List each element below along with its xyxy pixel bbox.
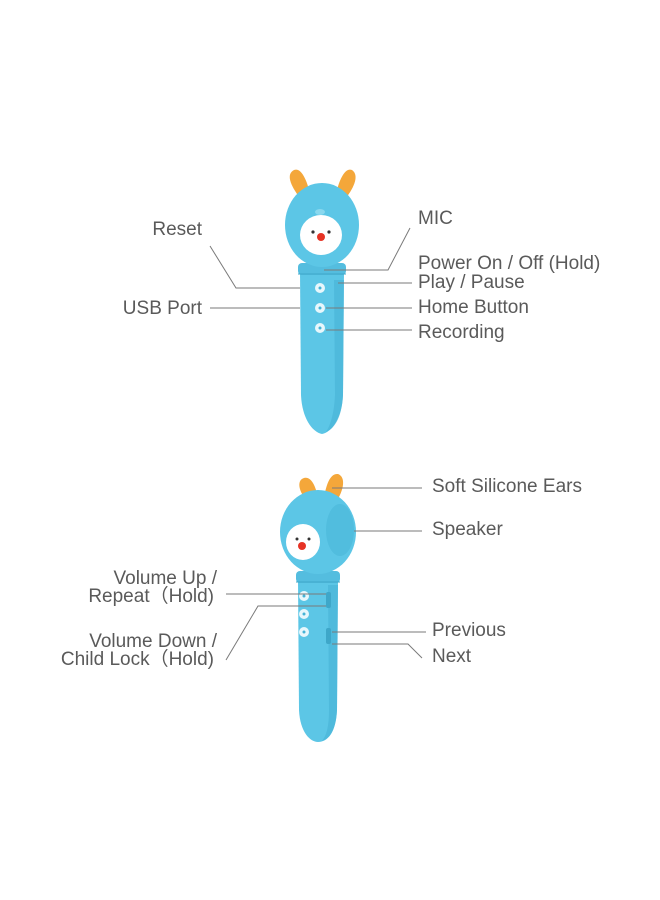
top-pen-body: [298, 263, 346, 434]
bottom-pen-body: [296, 571, 340, 742]
top-pen-leader-lines: [209, 227, 412, 331]
label-volume-up-line2: Repeat（Hold): [88, 586, 214, 607]
label-mic: MIC: [418, 208, 453, 229]
label-home-button: Home Button: [418, 297, 529, 318]
top-pen-buttons: [315, 283, 325, 333]
bottom-pen-leader-lines: [225, 487, 426, 661]
label-soft-silicone-ears: Soft Silicone Ears: [432, 476, 582, 497]
label-speaker: Speaker: [432, 519, 503, 540]
label-volume-up-line1: Volume Up /: [113, 568, 218, 589]
label-next: Next: [432, 646, 472, 667]
label-recording: Recording: [418, 322, 505, 343]
top-pen: [209, 169, 412, 434]
label-power: Power On / Off (Hold): [418, 253, 601, 274]
label-reset: Reset: [152, 219, 202, 240]
label-previous: Previous: [432, 620, 506, 641]
bottom-pen-buttons: [299, 591, 309, 637]
bottom-pen: [225, 473, 426, 742]
label-play-pause: Play / Pause: [418, 272, 525, 293]
top-pen-head: [285, 183, 359, 267]
label-usb-port: USB Port: [122, 298, 202, 319]
bottom-pen-head: [280, 490, 356, 574]
label-volume-down-line1: Volume Down /: [89, 631, 217, 652]
label-volume-down-line2: Child Lock（Hold): [60, 649, 214, 670]
